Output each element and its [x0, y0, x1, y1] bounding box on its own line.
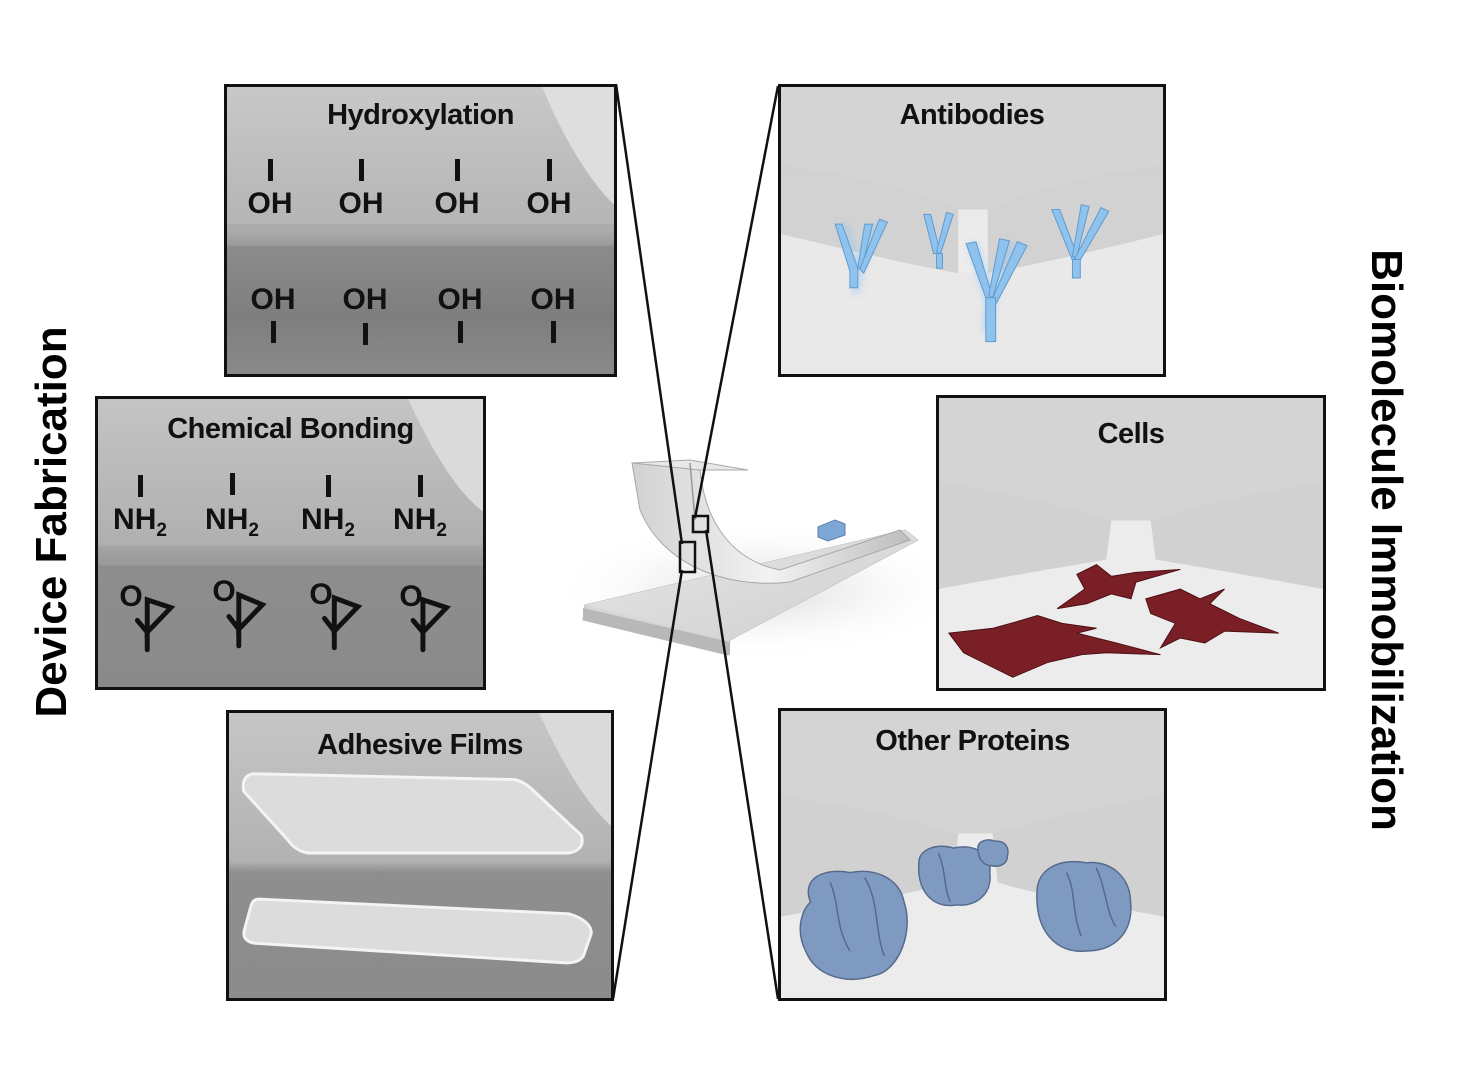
hydroxyl-group-bottom-1: OH	[250, 283, 296, 316]
hydroxyl-group-top-3: OH	[434, 187, 480, 220]
amine-group-4: NH2	[393, 503, 447, 541]
other-proteins-title: Other Proteins	[875, 725, 1070, 757]
epoxide-oxygen-2: O	[212, 575, 236, 608]
chemical-bonding-title: Chemical Bonding	[167, 413, 414, 445]
antibody-molecules	[834, 203, 1110, 343]
epoxide-groups	[134, 591, 452, 653]
amine-group-1: NH2	[113, 503, 167, 541]
cells-panel: Cells	[936, 395, 1326, 691]
hydroxyl-group-bottom-4: OH	[530, 283, 576, 316]
epoxide-oxygen-3: O	[309, 578, 333, 611]
cells-title: Cells	[1097, 418, 1165, 450]
amine-group-3: NH2	[301, 503, 355, 541]
device-fabrication-label: Device Fabrication	[27, 326, 76, 718]
hydroxyl-group-top-4: OH	[526, 187, 572, 220]
adhesive-films-title: Adhesive Films	[317, 729, 523, 761]
zoom-box-upper	[691, 514, 710, 534]
protein-blobs	[799, 839, 1132, 980]
hydroxylation-panel: Hydroxylation OH OH OH OH OH OH OH OH	[224, 84, 617, 377]
other-proteins-panel: Other Proteins	[778, 708, 1167, 1001]
hydroxyl-group-top-1: OH	[247, 187, 293, 220]
adhesive-films-panel: Adhesive Films	[226, 710, 614, 1001]
device-sample-block	[817, 519, 846, 542]
amine-group-2: NH2	[205, 503, 259, 541]
chemical-bonding-panel: Chemical Bonding NH2 NH2 NH2 NH2 O O O O	[95, 396, 486, 690]
adhesive-film-bottom	[242, 897, 593, 965]
hydroxyl-group-top-2: OH	[338, 187, 384, 220]
hydroxylation-title: Hydroxylation	[327, 99, 514, 131]
epoxide-oxygen-1: O	[119, 580, 143, 613]
antibodies-title: Antibodies	[899, 99, 1045, 131]
antibodies-panel: Antibodies	[778, 84, 1166, 377]
epoxide-oxygen-4: O	[399, 580, 423, 613]
hydroxyl-group-bottom-3: OH	[437, 283, 483, 316]
zoom-box-lower	[678, 540, 697, 574]
biomolecule-immobilization-label: Biomolecule Immobilization	[1362, 249, 1411, 831]
hydroxyl-group-bottom-2: OH	[342, 283, 388, 316]
device-curved-wall	[631, 462, 911, 584]
cell-shapes	[947, 563, 1279, 678]
adhesive-film-top	[241, 772, 584, 855]
